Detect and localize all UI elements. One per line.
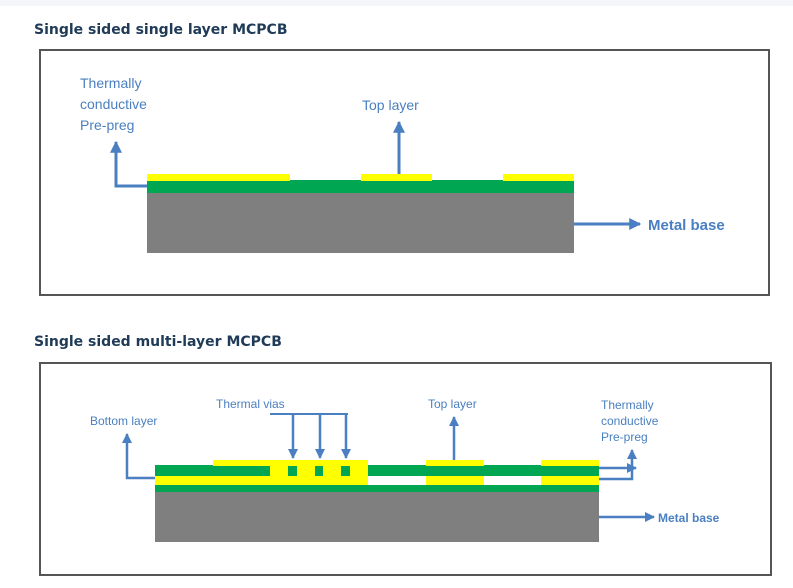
thermal-via-1 xyxy=(270,460,288,477)
diagram1-title: Single sided single layer MCPCB xyxy=(34,22,288,38)
bottom-layer-arrow xyxy=(122,433,155,480)
prepreg-label-line-3: Pre-preg xyxy=(80,117,134,133)
metal-base-label-2: Metal base xyxy=(658,511,720,525)
diagram1: Thermally conductive Pre-preg Top layer … xyxy=(39,49,770,296)
metal-base-layer-2 xyxy=(155,491,599,542)
top-copper-pad-2 xyxy=(361,174,432,181)
prepreg-label-2-line-1: Thermally xyxy=(601,398,654,412)
metal-base-label: Metal base xyxy=(648,217,725,234)
top-layer-label-2: Top layer xyxy=(428,397,477,411)
thermal-via-2 xyxy=(297,460,315,477)
prepreg-label-2-line-2: conductive xyxy=(601,414,659,428)
prepreg-layer-2 xyxy=(155,485,599,492)
top-layer-label: Top layer xyxy=(362,97,419,113)
diagram2-title: Single sided multi-layer MCPCB xyxy=(34,334,282,350)
top-copper-pad-via-area xyxy=(213,460,368,466)
top-dielectric-layer xyxy=(155,465,599,476)
top-copper-pad-3 xyxy=(503,174,574,181)
prepreg-label-line-2: conductive xyxy=(80,96,147,112)
metal-base-layer xyxy=(147,192,574,253)
prepreg-arrow xyxy=(110,140,147,188)
top-copper-pad-right xyxy=(541,460,599,466)
prepreg-label-line-1: Thermally xyxy=(80,75,141,91)
prepreg-arrow-2 xyxy=(599,449,637,481)
prepreg-label-2-line-3: Pre-preg xyxy=(601,430,648,444)
bottom-copper-gap-2 xyxy=(484,476,541,485)
bottom-layer-label: Bottom layer xyxy=(90,414,157,428)
thermal-vias-label: Thermal vias xyxy=(216,397,285,411)
top-copper-pad-center xyxy=(426,460,484,466)
prepreg-layer xyxy=(147,180,574,193)
bottom-copper-gap-1 xyxy=(368,476,426,485)
top-copper-pad-1 xyxy=(147,174,290,181)
thermal-via-4 xyxy=(350,460,368,477)
thermal-via-3 xyxy=(323,460,341,477)
diagram1-frame xyxy=(39,49,770,296)
diagram2: Bottom layer Thermal vias Top layer Ther… xyxy=(39,362,772,576)
